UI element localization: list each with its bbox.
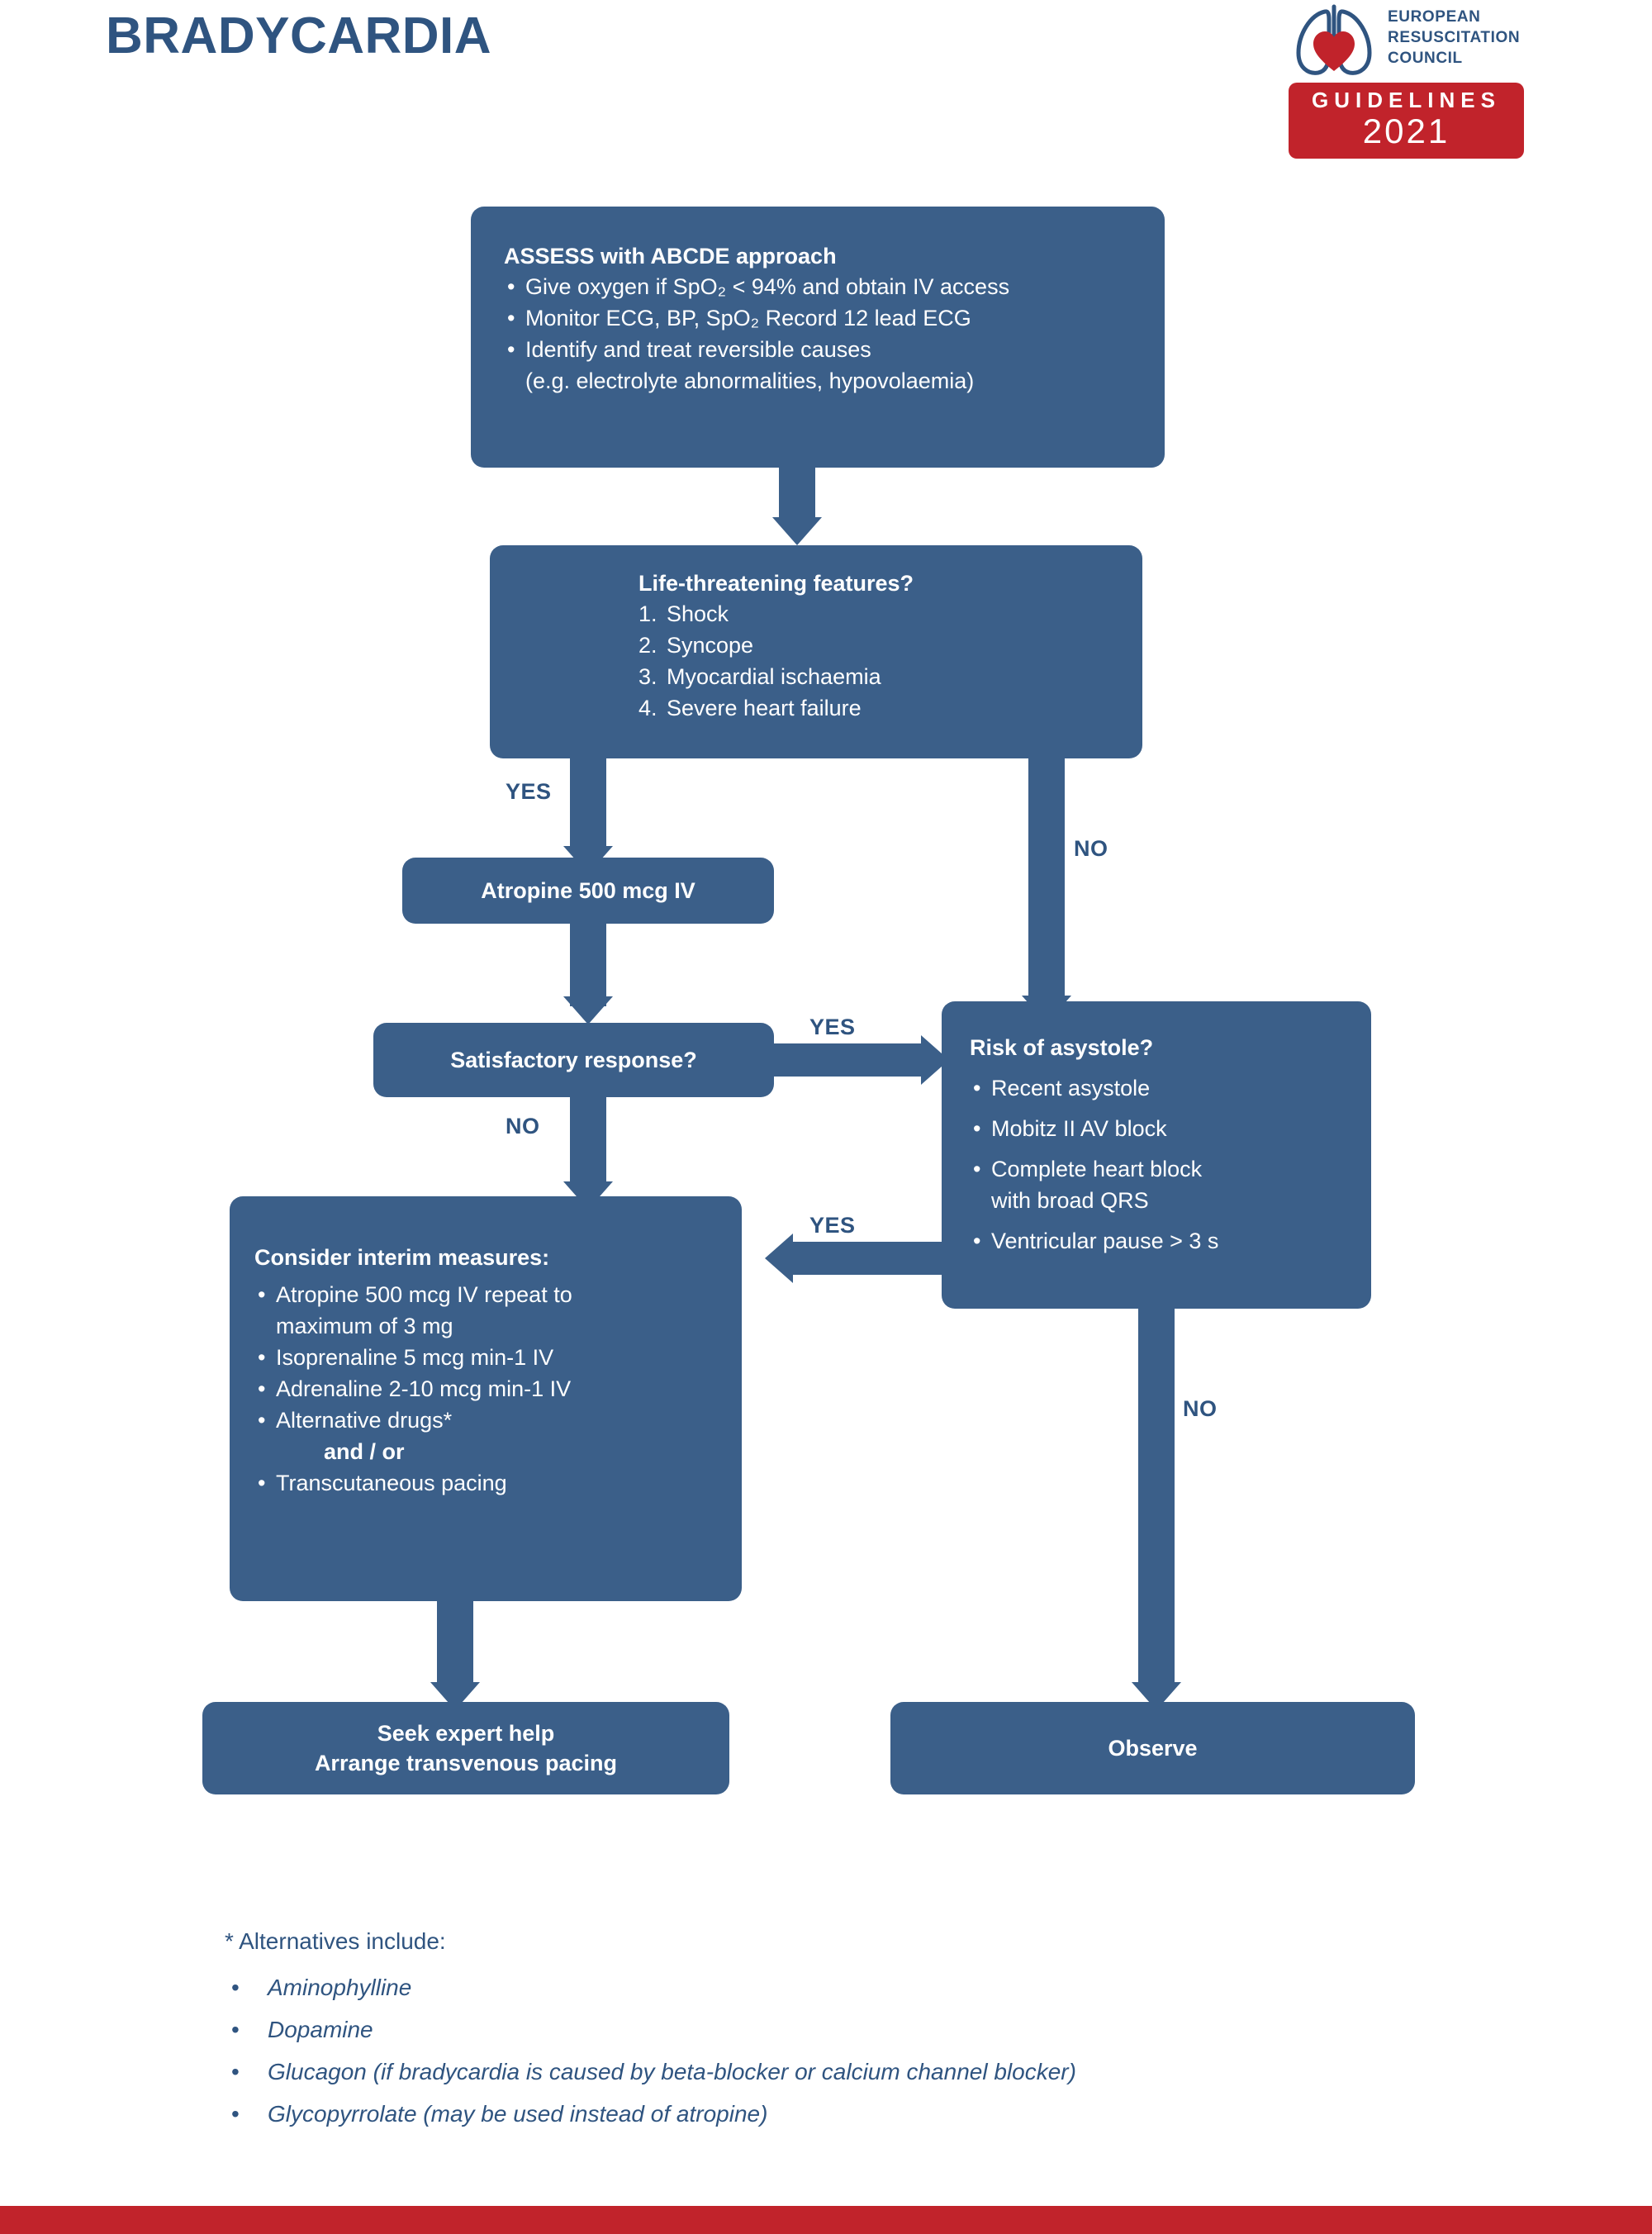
footnote-title: * Alternatives include:: [225, 1928, 446, 1954]
list-item: Mobitz II AV block: [970, 1113, 1371, 1144]
label-risk-yes: YES: [809, 1213, 856, 1238]
list-item-continuation: (e.g. electrolyte abnormalities, hypovol…: [525, 368, 975, 393]
footnotes: * Alternatives include: Aminophylline Do…: [225, 1925, 1464, 2135]
seek-expert-line-1: Seek expert help: [377, 1721, 555, 1746]
box-satisfactory-response: Satisfactory response?: [373, 1023, 774, 1097]
box-observe: Observe: [890, 1702, 1415, 1794]
risk-asystole-list: Recent asystole Mobitz II AV block Compl…: [970, 1072, 1371, 1257]
list-item: Adrenaline 2-10 mcg min-1 IV: [254, 1373, 742, 1405]
assess-list: Give oxygen if SpO₂ < 94% and obtain IV …: [504, 271, 1132, 397]
guidelines-badge: GUIDELINES 2021: [1289, 83, 1524, 159]
list-item: Severe heart failure: [638, 692, 862, 724]
list-item: Complete heart block: [970, 1153, 1371, 1185]
risk-asystole-heading: Risk of asystole?: [970, 1035, 1154, 1060]
seek-expert-line-2: Arrange transvenous pacing: [314, 1751, 618, 1775]
interim-heading: Consider interim measures:: [254, 1245, 550, 1270]
list-item: Give oxygen if SpO₂ < 94% and obtain IV …: [504, 271, 1132, 302]
erc-logo: EUROPEAN RESUSCITATION COUNCIL GUIDELINE…: [1289, 2, 1536, 175]
life-threatening-heading: Life-threatening features?: [638, 571, 914, 596]
observe-label: Observe: [1108, 1736, 1198, 1761]
list-item: Glycopyrrolate (may be used instead of a…: [225, 2093, 1464, 2135]
bottom-accent-bar: [0, 2206, 1652, 2234]
erc-line-1: EUROPEAN: [1388, 8, 1481, 26]
erc-line-3: COUNCIL: [1388, 50, 1463, 67]
atropine-label: Atropine 500 mcg IV: [481, 878, 695, 903]
arrow-interim-to-seek-expert: [437, 1601, 473, 1689]
list-item: Transcutaneous pacing: [254, 1467, 742, 1499]
arrow-risk-yes-stem: [793, 1242, 958, 1275]
list-item: Glucagon (if bradycardia is caused by be…: [225, 2051, 1464, 2093]
list-item-continuation: maximum of 3 mg: [276, 1314, 453, 1338]
list-item: Shock: [638, 598, 729, 630]
list-item: Dopamine: [225, 2008, 1464, 2051]
label-sat-no: NO: [506, 1114, 540, 1138]
list-item: Syncope: [638, 630, 754, 661]
list-item: Ventricular pause > 3 s: [970, 1225, 1371, 1257]
erc-wordmark: EUROPEAN RESUSCITATION COUNCIL: [1388, 7, 1520, 69]
list-item: Monitor ECG, BP, SpO₂ Record 12 lead ECG: [504, 302, 1132, 334]
arrow-risk-no-stem: [1138, 1309, 1175, 1689]
arrow-sat-yes-stem: [774, 1043, 923, 1077]
footnote-list: Aminophylline Dopamine Glucagon (if brad…: [225, 1966, 1464, 2135]
arrow-atropine-to-satisfactory: [570, 924, 606, 1006]
list-item: Recent asystole: [970, 1072, 1371, 1104]
box-assess: ASSESS with ABCDE approach Give oxygen i…: [471, 207, 1165, 468]
list-item: Alternative drugs*: [254, 1405, 742, 1436]
arrow-atropine-to-satisfactory-head: [563, 996, 613, 1024]
arrow-sat-no-stem: [570, 1097, 606, 1188]
list-item: Myocardial ischaemia: [638, 661, 881, 692]
lungs-icon: [1296, 4, 1372, 75]
list-item-continuation: with broad QRS: [991, 1188, 1149, 1213]
interim-list: Atropine 500 mcg IV repeat to maximum of…: [254, 1279, 742, 1499]
box-seek-expert-help: Seek expert help Arrange transvenous pac…: [202, 1702, 729, 1794]
label-sat-yes: YES: [809, 1015, 856, 1039]
list-item: Aminophylline: [225, 1966, 1464, 2008]
arrow-assess-to-lifethreat-head: [772, 517, 822, 545]
heart-icon: [1313, 31, 1355, 71]
label-lt-no: NO: [1074, 836, 1108, 861]
label-risk-no: NO: [1183, 1396, 1218, 1421]
list-item: Identify and treat reversible causes: [504, 334, 1132, 365]
guidelines-year: 2021: [1362, 112, 1450, 150]
page-title: BRADYCARDIA: [106, 7, 492, 64]
box-risk-of-asystole: Risk of asystole? Recent asystole Mobitz…: [942, 1001, 1371, 1309]
interim-and-or: and / or: [324, 1439, 405, 1464]
label-lt-yes: YES: [506, 779, 552, 804]
arrow-assess-to-lifethreat: [779, 468, 815, 519]
box-life-threatening: Life-threatening features? Shock Syncope…: [490, 545, 1142, 758]
life-threatening-list: Shock Syncope Myocardial ischaemia Sever…: [638, 598, 1142, 724]
box-atropine: Atropine 500 mcg IV: [402, 858, 774, 924]
arrow-risk-yes-head: [765, 1233, 793, 1283]
arrow-lt-no-stem: [1028, 758, 1065, 1001]
erc-line-2: RESUSCITATION: [1388, 29, 1521, 46]
arrow-lt-yes-stem: [570, 758, 606, 849]
list-item: Isoprenaline 5 mcg min-1 IV: [254, 1342, 742, 1373]
guidelines-label: GUIDELINES: [1312, 88, 1501, 112]
satisfactory-label: Satisfactory response?: [450, 1048, 697, 1072]
box-interim-measures: Consider interim measures: Atropine 500 …: [230, 1196, 742, 1601]
list-item: Atropine 500 mcg IV repeat to: [254, 1279, 742, 1310]
assess-heading: ASSESS with ABCDE approach: [504, 244, 837, 269]
